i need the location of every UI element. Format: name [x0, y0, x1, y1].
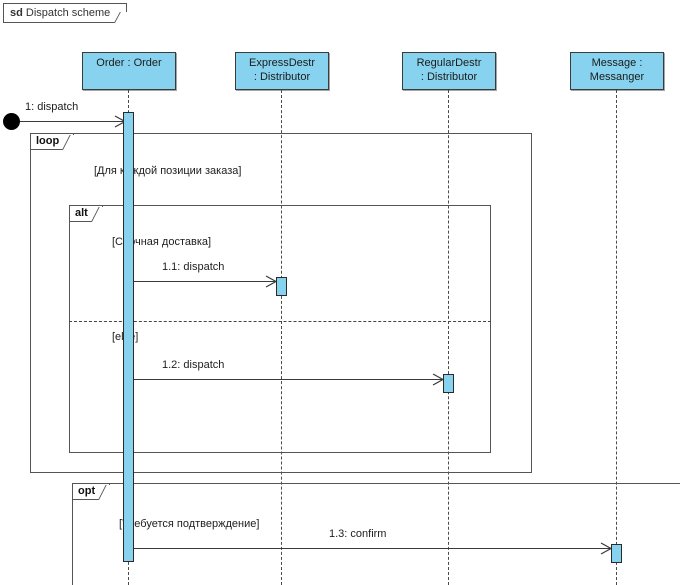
- fragment-loop-operator-tab: loop: [31, 134, 82, 150]
- fragment-loop-tab-corner-icon: [62, 135, 82, 150]
- lifeline-label-expressdestr-line2: : Distributor: [253, 71, 311, 83]
- lifeline-head-expressdestr[interactable]: ExpressDestr : Distributor: [235, 52, 329, 90]
- fragment-opt-tab-corner-icon: [98, 485, 118, 500]
- lifeline-label-regulardestr-line2: : Distributor: [420, 71, 478, 83]
- fragment-alt[interactable]: alt: [69, 205, 491, 453]
- fragment-alt-operand-divider: [69, 321, 491, 322]
- message-line-1[interactable]: [20, 121, 125, 122]
- message-label-1-1: 1.1: dispatch: [162, 261, 225, 273]
- fragment-loop-operator: loop: [36, 135, 60, 147]
- lifeline-label-expressdestr-line1: ExpressDestr: [248, 57, 316, 69]
- found-message-start-dot: [3, 113, 20, 130]
- fragment-opt-operator: opt: [78, 485, 96, 497]
- fragment-opt-operator-tab: opt: [73, 484, 118, 500]
- lifeline-head-regulardestr[interactable]: RegularDestr : Distributor: [402, 52, 496, 90]
- activation-bar-regulardestr[interactable]: [443, 374, 454, 393]
- message-arrowhead-1-3: [599, 542, 613, 555]
- fragment-alt-operator-tab: alt: [70, 206, 111, 222]
- lifeline-stem-regulardestr: [448, 90, 449, 585]
- diagram-kind-keyword: sd: [10, 7, 23, 19]
- message-label-1-2: 1.2: dispatch: [162, 359, 225, 371]
- diagram-frame-label: sd Dispatch scheme: [3, 3, 134, 23]
- message-arrowhead-1-2: [431, 373, 445, 386]
- lifeline-label-messenger-line2: Messanger: [589, 71, 645, 83]
- lifeline-label-order-line1: Order : Order: [96, 57, 162, 69]
- fragment-alt-tab-corner-icon: [90, 207, 111, 222]
- message-label-1-3: 1.3: confirm: [329, 528, 387, 540]
- message-line-1-1[interactable]: [134, 281, 276, 282]
- lifeline-label-messenger-line1: Message :: [591, 57, 643, 69]
- activation-bar-order[interactable]: [123, 112, 134, 562]
- lifeline-head-order[interactable]: Order : Order: [82, 52, 176, 90]
- fragment-opt[interactable]: opt: [72, 483, 680, 585]
- fragment-loop[interactable]: loop: [30, 133, 532, 473]
- lifeline-head-messenger[interactable]: Message : Messanger: [570, 52, 664, 90]
- activation-bar-messenger[interactable]: [611, 544, 622, 563]
- message-label-1: 1: dispatch: [25, 101, 79, 113]
- fragment-alt-guard-1: [Срочная доставка]: [112, 236, 212, 248]
- message-arrowhead-1-1: [264, 275, 278, 288]
- fragment-alt-operator: alt: [75, 207, 88, 219]
- lifeline-label-regulardestr-line1: RegularDestr: [416, 57, 482, 69]
- lifeline-stem-expressdestr: [281, 90, 282, 585]
- fragment-opt-guard: [Требуется подтверждение]: [119, 518, 260, 530]
- message-line-1-3[interactable]: [134, 548, 611, 549]
- lifeline-stem-messenger: [616, 90, 617, 585]
- diagram-title: Dispatch scheme: [25, 7, 111, 19]
- message-line-1-2[interactable]: [134, 379, 443, 380]
- fragment-loop-guard: [Для каждой позиции заказа]: [94, 165, 242, 177]
- activation-bar-expressdestr[interactable]: [276, 277, 287, 296]
